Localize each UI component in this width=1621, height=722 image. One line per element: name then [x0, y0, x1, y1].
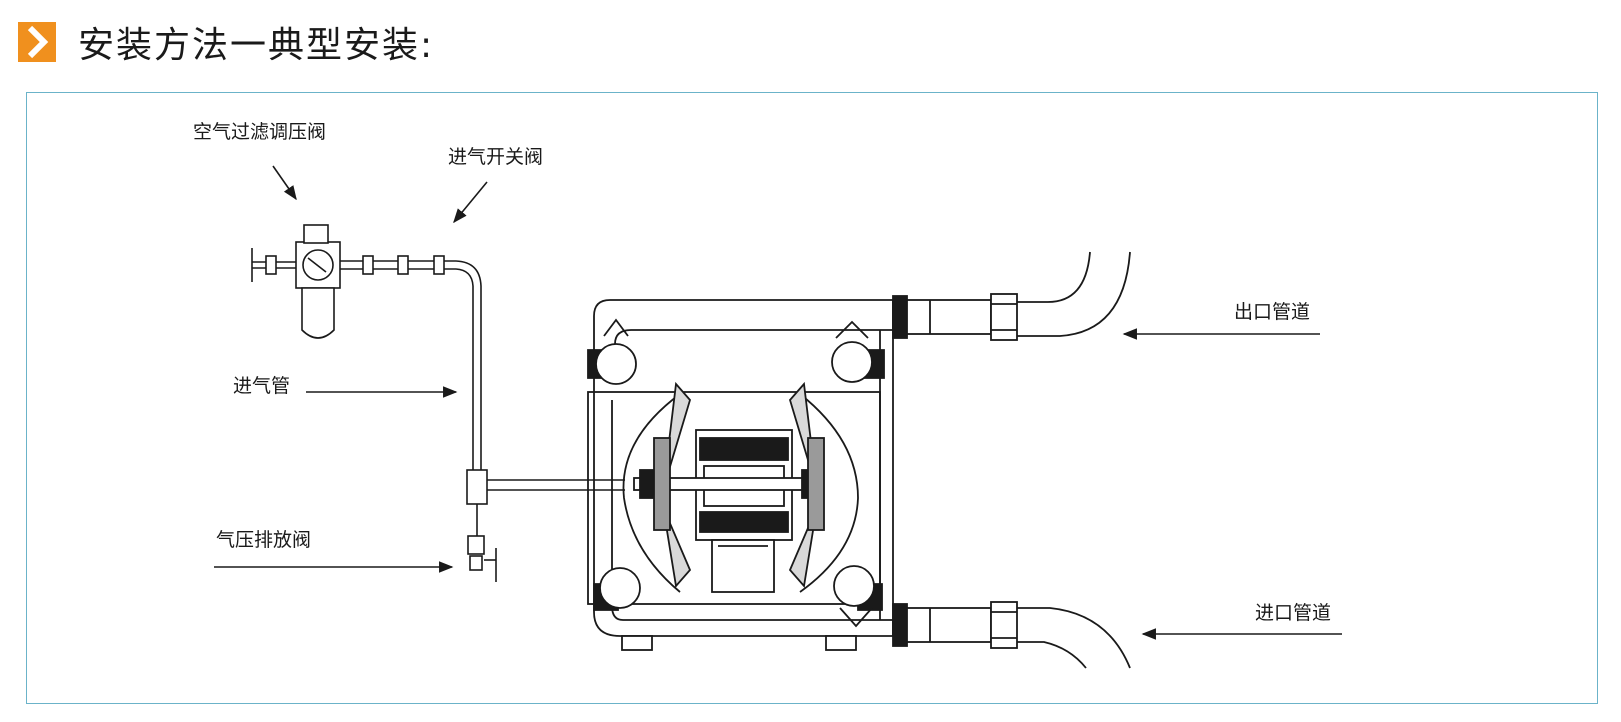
inlet-pipe-assembly	[892, 601, 1131, 669]
air-supply-assembly	[251, 224, 625, 582]
label-outlet-pipe: 出口管道	[1234, 301, 1310, 323]
label-inlet-pipe: 进口管道	[1255, 602, 1331, 624]
diagram-frame	[26, 92, 1598, 704]
section-header: 安装方法一典型安装:	[18, 18, 434, 66]
regulator-knob	[303, 224, 329, 244]
label-air-pipe: 进气管	[233, 375, 290, 397]
diaphragm-pump	[587, 299, 894, 651]
filter-bowl	[301, 287, 335, 339]
arrow-inlet-switch-valve	[453, 181, 488, 224]
chevron-right-icon	[18, 22, 56, 62]
pressure-release-valve-body	[469, 555, 483, 571]
arrow-filter-regulator	[272, 165, 297, 201]
label-pressure-release-valve: 气压排放阀	[216, 529, 311, 551]
air-tee-fitting	[466, 469, 488, 505]
label-inlet-switch-valve: 进气开关阀	[448, 146, 543, 168]
callout-arrows	[214, 165, 1342, 640]
outlet-pipe-assembly	[892, 251, 1131, 341]
page-title: 安装方法一典型安装:	[78, 25, 435, 66]
label-filter-regulator: 空气过滤调压阀	[193, 121, 326, 143]
